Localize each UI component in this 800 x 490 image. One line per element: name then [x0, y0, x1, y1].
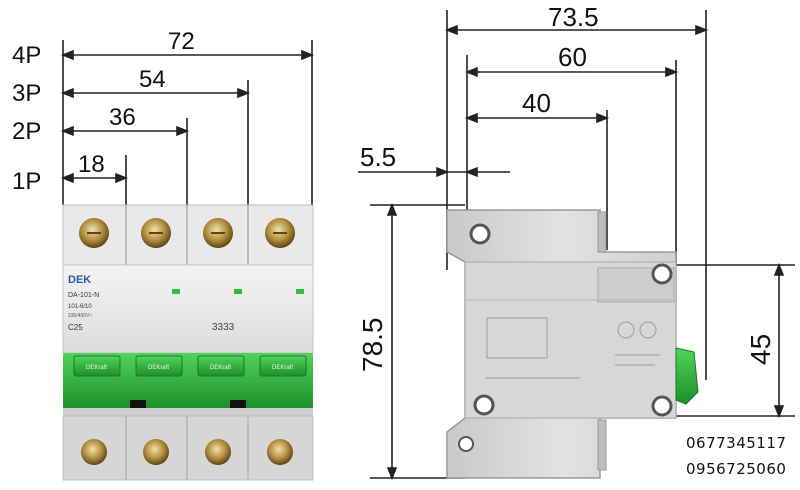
spec-line-2: 230/400V~ [68, 313, 92, 319]
breaker-side-body [446, 209, 699, 479]
depth-40-value: 40 [522, 88, 551, 118]
phone-number-1: 0677345117 [686, 434, 787, 452]
mount-hole-icon [651, 395, 673, 417]
top-terminal-screws [79, 218, 295, 248]
rating-text: C25 [68, 323, 83, 332]
side-dimension-lines [358, 24, 785, 481]
handle-label: DEKraft [272, 365, 293, 371]
width-value-2p: 36 [109, 104, 136, 131]
height-total-value: 78.5 [357, 318, 388, 373]
side-handle [675, 347, 699, 405]
screw-icon [205, 439, 231, 465]
mount-hole-icon [469, 223, 491, 245]
handle-label: DEKraft [148, 365, 169, 371]
front-dimension-lines [60, 49, 315, 184]
width-value-1p: 18 [78, 151, 105, 178]
handle-labels: DEKraft DEKraft DEKraft DEKraft [86, 365, 293, 371]
bottom-terminal-screws [81, 439, 293, 465]
depth-60-value: 60 [558, 42, 587, 72]
phone-number-2: 0956725060 [686, 460, 787, 478]
handle-label: DEKraft [210, 365, 231, 371]
screw-icon [143, 439, 169, 465]
mount-hole-icon [473, 394, 495, 416]
pole-label-1p: 1P [12, 168, 41, 195]
mount-hole-icon [458, 436, 474, 452]
front-extension-lines [62, 40, 313, 205]
mount-hole-icon [651, 263, 673, 285]
status-indicators [172, 289, 304, 294]
side-view: 73.5 60 40 5.5 78.5 45 [357, 2, 795, 481]
depth-total-value: 73.5 [548, 2, 599, 32]
code-text: 3333 [212, 322, 235, 333]
pole-label-3p: 3P [12, 80, 41, 107]
spec-line-1: 101-6/10 [68, 304, 92, 310]
brand-logo: DEK [68, 274, 91, 286]
pole-label-2p: 2P [12, 118, 41, 145]
width-value-4p: 72 [168, 28, 195, 55]
model-text: DA-101-N [68, 292, 99, 299]
handle-tabs [73, 355, 307, 377]
width-value-3p: 54 [139, 66, 166, 93]
breaker-front-body: DEK DA-101-N 101-6/10 230/400V~ C25 3333… [62, 204, 314, 481]
screw-icon [267, 439, 293, 465]
pole-label-4p: 4P [12, 42, 41, 69]
side-extension-lines [370, 10, 795, 479]
rail-height-value: 45 [745, 334, 776, 365]
front-view: 4P 3P 2P 1P 72 54 36 18 [12, 28, 315, 481]
handle-label: DEKraft [86, 365, 107, 371]
screw-icon [81, 439, 107, 465]
offset-value: 5.5 [360, 142, 396, 172]
